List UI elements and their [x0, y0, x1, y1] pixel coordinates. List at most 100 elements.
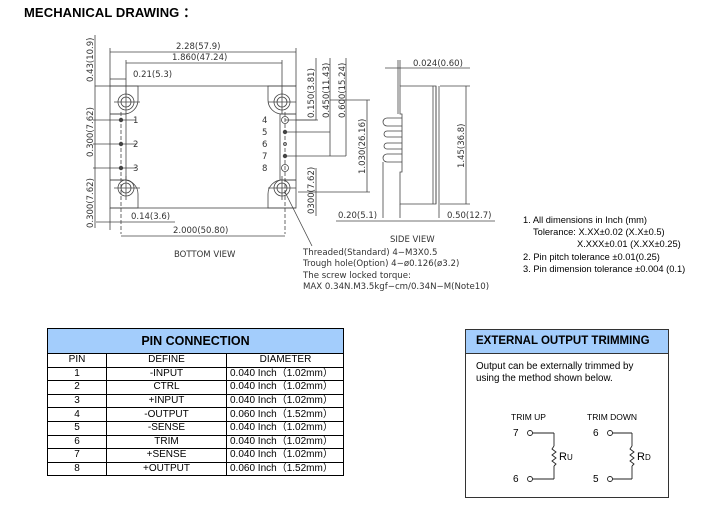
trim-down-top-pin: 6 — [593, 428, 599, 439]
col-header-diameter: DIAMETER — [226, 353, 344, 368]
dim-right-1030: 1.030(26.16) — [358, 119, 368, 174]
trim-up-circuit — [527, 430, 557, 482]
mounting-hole-br — [268, 176, 296, 200]
pin-number: 4 — [47, 407, 107, 422]
pin-number: 6 — [47, 434, 107, 450]
note-line: 2. Pin pitch tolerance ±0.01(0.25) — [523, 251, 660, 262]
pin-diameter: 0.060 Inch（1.52mm） — [226, 407, 344, 422]
dim-right-450: 0.450(11.43) — [322, 63, 332, 118]
pin-define: +OUTPUT — [106, 461, 227, 477]
pin-number: 7 — [47, 448, 107, 463]
side-dim-pin-length: 0.20(5.1) — [338, 211, 377, 221]
trimming-description: Output can be externally trimmed by usin… — [466, 354, 668, 385]
thread-notes: Threaded(Standard) 4−M3X0.5 Trough hole(… — [303, 248, 489, 293]
pin-number: 2 — [47, 380, 107, 395]
dim-right-600: 0.600(15.24) — [338, 63, 348, 118]
pin-define: +SENSE — [106, 448, 227, 463]
pin-label-4: 4 — [262, 116, 267, 126]
resistor-ru-icon — [551, 445, 557, 467]
trim-up-bottom-pin: 6 — [513, 474, 519, 485]
trim-up-label: TRIM UP — [511, 412, 546, 422]
note-line: Tolerance: X.XX±0.02 (X.X±0.5) — [533, 227, 665, 238]
note-line: 3. Pin dimension tolerance ±0.004 (0.1) — [523, 263, 686, 274]
dim-right-300: 0300(7.62) — [307, 167, 317, 214]
dim-right-150: 0.150(3.81) — [307, 68, 317, 118]
thread-note: Threaded(Standard) 4−M3X0.5 — [303, 248, 438, 258]
pin-number: 8 — [47, 461, 107, 477]
pin-label-1: 1 — [133, 116, 138, 126]
pin-label-5: 5 — [262, 128, 267, 138]
side-dim-flange: 0.024(0.60) — [413, 59, 463, 69]
mounting-hole-tl — [114, 90, 140, 114]
description-line: Output can be externally trimmed by — [476, 361, 634, 372]
side-dim-height: 1.45(36.8) — [457, 124, 467, 168]
resistor-ru-label: RU — [559, 451, 573, 463]
pin-diameter: 0.040 Inch（1.02mm） — [226, 380, 344, 395]
col-header-pin: PIN — [47, 353, 107, 368]
trim-schematic: TRIM UP 7 6 RU TRIM DOWN 6 5 RD — [511, 412, 651, 485]
pin-label-7: 7 — [262, 152, 267, 162]
side-view-outline — [399, 85, 437, 205]
pin-connection-table: PIN CONNECTION PIN DEFINE DIAMETER 1-INP… — [47, 328, 344, 477]
pin-diameter: 0.040 Inch（1.02mm） — [226, 393, 344, 409]
pin-label-6: 6 — [262, 140, 267, 150]
table-header-row: PIN DEFINE DIAMETER — [47, 353, 344, 368]
dim-overall-width: 2.28(57.9) — [176, 42, 220, 52]
pin-label-2: 2 — [133, 140, 138, 150]
pin-diameter: 0.060 Inch（1.52mm） — [226, 461, 344, 477]
resistor-rd-icon — [629, 445, 635, 467]
page-title: MECHANICAL DRAWING ： — [24, 5, 197, 20]
pin-define: TRIM — [106, 434, 227, 450]
dim-pin-pitch-lower: 0.300(7.62) — [86, 178, 96, 228]
pin-connection-title: PIN CONNECTION — [47, 328, 344, 354]
mechanical-drawing: 2.28(57.9) 1.860(47.24) 0.21(5.3) 0.43(1… — [86, 35, 495, 260]
dim-pin-row-span: 2.000(50.80) — [173, 226, 228, 236]
pin-define: +INPUT — [106, 393, 227, 409]
description-line: using the method shown below. — [476, 373, 613, 384]
pin-number: 1 — [47, 366, 107, 382]
pin-label-3: 3 — [133, 164, 138, 174]
col-header-define: DEFINE — [106, 353, 227, 368]
trim-down-circuit — [607, 430, 635, 482]
side-dim-depth: 0.50(12.7) — [447, 211, 491, 221]
pin-diameter: 0.040 Inch（1.02mm） — [226, 366, 344, 382]
dim-pin-pitch-upper: 0.300(7.62) — [86, 107, 96, 157]
external-output-trimming-panel: EXTERNAL OUTPUT TRIMMING Output can be e… — [465, 329, 669, 498]
note-line: X.XXX±0.01 (X.XX±0.25) — [577, 239, 681, 250]
pin-diameter: 0.040 Inch（1.02mm） — [226, 434, 344, 450]
trim-down-label: TRIM DOWN — [587, 412, 637, 422]
mounting-hole-bl — [114, 176, 140, 200]
pin-diameter: 0.040 Inch（1.02mm） — [226, 420, 344, 436]
thread-note: Trough hole(Option) 4−ø0.126(ø3.2) — [303, 259, 460, 270]
pin-define: -INPUT — [106, 366, 227, 382]
resistor-rd-label: RD — [637, 451, 651, 463]
bottom-view-outline — [109, 85, 297, 209]
dim-hole-offset: 0.21(5.3) — [133, 70, 172, 80]
dim-hole-span: 1.860(47.24) — [172, 53, 227, 63]
side-view-caption: SIDE VIEW — [390, 235, 435, 245]
pin-define: -OUTPUT — [106, 407, 227, 422]
pin-label-8: 8 — [262, 164, 267, 174]
pin-define: CTRL — [106, 380, 227, 395]
trimming-title: EXTERNAL OUTPUT TRIMMING — [466, 330, 668, 354]
trim-up-top-pin: 7 — [513, 428, 519, 439]
pin-diameter: 0.040 Inch（1.02mm） — [226, 448, 344, 463]
bottom-view-caption: BOTTOM VIEW — [174, 250, 236, 260]
dim-bottom-offset: 0.14(3.6) — [131, 212, 170, 222]
dim-top-margin: 0.43(10.9) — [86, 38, 96, 82]
pin-number: 5 — [47, 420, 107, 436]
dimension-notes: 1. All dimensions in Inch (mm) Tolerance… — [523, 214, 685, 275]
pin-number: 3 — [47, 393, 107, 409]
thread-note: MAX 0.34N.M3.5kgf−cm/0.34N−M(Note10) — [303, 281, 490, 292]
trim-down-bottom-pin: 5 — [593, 474, 599, 485]
pin-define: -SENSE — [106, 420, 227, 436]
note-line: 1. All dimensions in Inch (mm) — [523, 215, 648, 225]
